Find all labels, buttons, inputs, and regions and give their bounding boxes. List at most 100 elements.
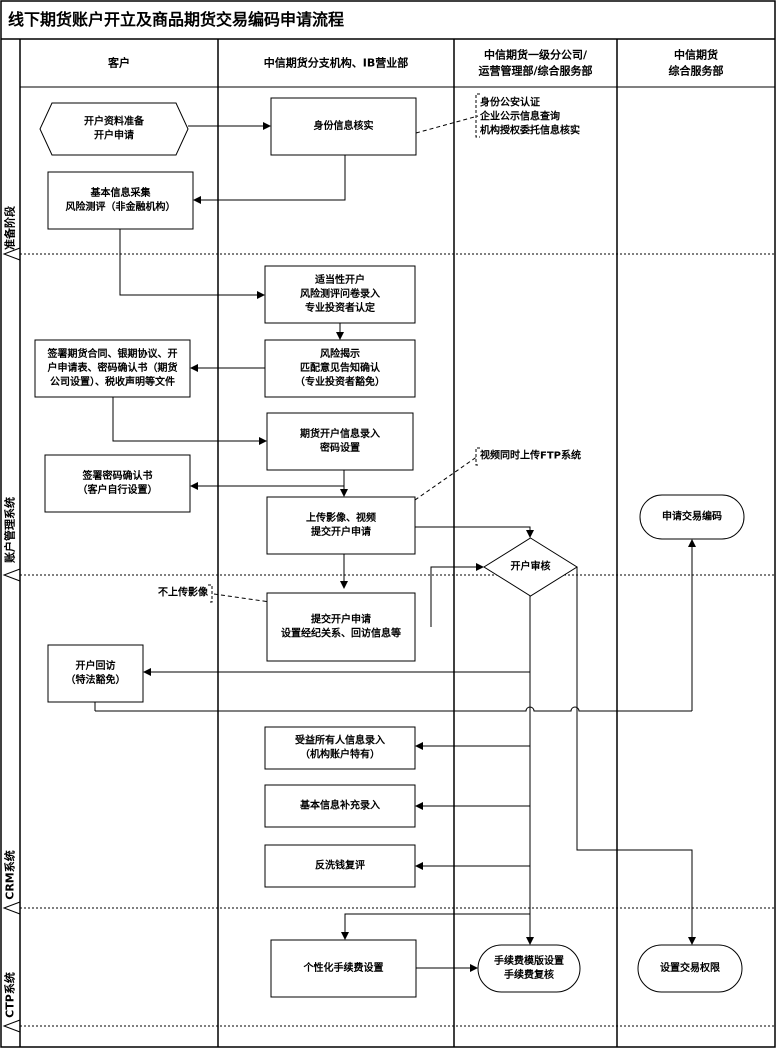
lane-header-service: 综合服务部 <box>669 64 724 78</box>
lane-header-service: 中信期货 <box>674 48 718 62</box>
node-shape <box>39 102 189 156</box>
connector <box>119 229 265 299</box>
lane-header-branch: 中信期货分支机构、IB营业部 <box>264 56 408 70</box>
node-callback: 开户回访（特法豁免） <box>47 644 144 703</box>
node-shape <box>639 494 745 540</box>
connector <box>415 115 479 134</box>
node-label: 开户资料准备 <box>84 115 145 128</box>
phase-marker-ctp <box>2 1019 21 1033</box>
node-label: 风险揭示 <box>320 347 360 360</box>
annotation-video-ftp: 视频同时上传FTP系统 <box>475 447 581 466</box>
node-label: 身份信息核实 <box>314 119 374 132</box>
node-shape <box>264 265 416 324</box>
phase-label-prep: 准备阶段 <box>3 206 17 250</box>
node-label: 风险测评问卷录入 <box>300 287 380 300</box>
node-shape <box>483 537 578 597</box>
node-label: 专业投资者认定 <box>305 301 375 314</box>
phase-marker-crm <box>2 901 21 915</box>
connector <box>430 563 484 627</box>
phase-marker-account <box>2 568 21 582</box>
node-shape <box>266 592 416 662</box>
node-label: 适当性开户 <box>315 273 365 286</box>
node-shape <box>270 939 417 998</box>
flow-nodes: 开户资料准备开户申请身份信息核实基本信息采集风险测评（非金融机构）适当性开户风险… <box>34 97 745 998</box>
phase-label-crm: CRM系统 <box>3 850 17 900</box>
node-beneficiary: 受益所有人信息录入（机构账户特有） <box>264 726 416 770</box>
node-shape <box>477 944 581 993</box>
lane-header-tier1: 运营管理部/综合服务部 <box>478 64 592 78</box>
node-shape <box>264 339 416 398</box>
annotation-bracket <box>208 584 213 603</box>
diagram-title: 线下期货账户开立及商品期货交易编码申请流程 <box>8 10 344 29</box>
node-label: 手续费模版设置 <box>494 954 564 967</box>
node-shape <box>266 412 414 471</box>
node-label: 签署期货合同、银期协议、开 <box>47 347 178 360</box>
node-label: 个性化手续费设置 <box>303 961 384 974</box>
node-supplement: 基本信息补充录入 <box>264 784 416 828</box>
node-label: 提交开户申请 <box>311 613 371 626</box>
node-label: 提交开户申请 <box>311 525 371 538</box>
annotation-text: 不上传影像 <box>158 586 209 599</box>
connector <box>193 155 346 204</box>
node-shape <box>44 454 191 513</box>
connector <box>213 593 271 603</box>
annotation-bracket <box>475 447 480 466</box>
node-set-permission: 设置交易权限 <box>637 944 743 993</box>
node-label: 风险测评（非金融机构） <box>66 200 176 213</box>
node-custom-fee: 个性化手续费设置 <box>270 939 417 998</box>
node-label: 上传影像、视频 <box>306 511 376 524</box>
annotation-text: 企业公示信息查询 <box>479 110 560 123</box>
node-review: 开户审核 <box>483 537 578 597</box>
node-label: 申请交易编码 <box>662 510 722 523</box>
node-label: 户申请表、密码确认书（期货 <box>47 361 178 374</box>
node-shape <box>266 496 416 555</box>
connector-callback-apply <box>95 706 692 712</box>
lane-header-tier1: 中信期货一级分公司/ <box>484 48 588 62</box>
phase-label-account-system: 账户管理系统 <box>3 497 17 563</box>
node-shape <box>270 97 417 156</box>
node-label: 基本信息补充录入 <box>299 799 380 812</box>
node-shape <box>264 844 416 888</box>
node-label: （客户自行设置） <box>78 483 158 496</box>
connector-review-permission <box>576 567 696 945</box>
node-label: 签署密码确认书 <box>82 469 153 482</box>
node-id-verify: 身份信息核实 <box>270 97 417 156</box>
node-label: （机构账户特有） <box>300 748 380 761</box>
node-label: 手续费复核 <box>504 968 554 981</box>
annotation-text: 机构授权委托信息核实 <box>480 124 580 137</box>
node-shape <box>47 171 194 230</box>
node-label: （特法豁免） <box>66 673 126 686</box>
node-label: 密码设置 <box>320 441 360 454</box>
node-shape <box>264 784 416 828</box>
connector <box>112 397 267 445</box>
phase-marker-prep <box>2 247 21 261</box>
node-label: 开户回访 <box>76 659 116 672</box>
node-shape <box>637 944 743 993</box>
node-shape <box>34 339 191 398</box>
node-apply-code: 申请交易编码 <box>639 494 745 540</box>
node-label: 开户审核 <box>511 560 551 573</box>
node-label: 受益所有人信息录入 <box>295 734 385 747</box>
node-label: （专业投资者豁免） <box>295 375 385 388</box>
annotation-text: 身份公安认证 <box>480 96 540 109</box>
node-label: 设置交易权限 <box>660 961 721 974</box>
connector <box>415 526 534 538</box>
connector <box>341 913 530 940</box>
annotation-bracket <box>475 93 480 138</box>
node-label: 公司设置）、税收声明等文件 <box>50 375 175 388</box>
phase-label-ctp: CTP系统 <box>3 972 17 1018</box>
node-label: 开户申请 <box>94 129 134 142</box>
node-label: 匹配意见告知确认 <box>300 361 381 374</box>
